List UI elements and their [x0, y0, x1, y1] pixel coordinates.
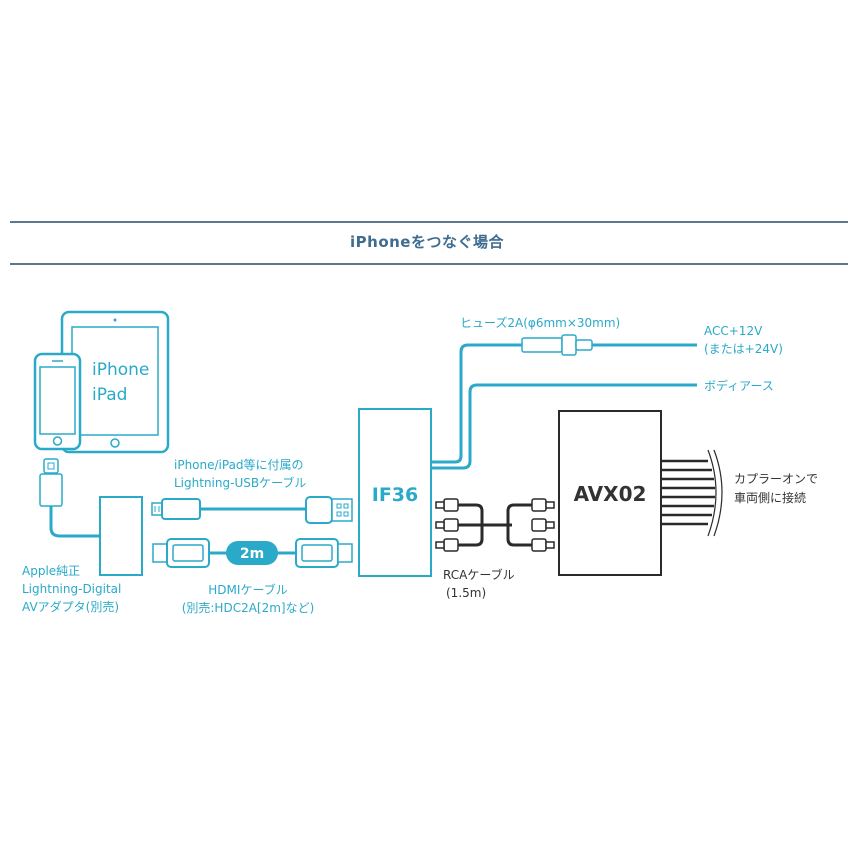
rca-cable-label-line1: RCAケーブル [443, 567, 515, 582]
hdmi-cable-label-line2: (別売:HDC2A[2m]など) [182, 600, 315, 615]
fuse-label: ヒューズ2A(φ6mm×30mm) [460, 315, 620, 330]
adapter-label-line3: AVアダプタ(別売) [22, 599, 119, 614]
av-adapter-icon [99, 496, 143, 576]
usb-cable-label-line1: iPhone/iPad等に付属の [174, 458, 304, 472]
device-label-ipad: iPad [92, 385, 127, 405]
harness-wires [661, 459, 715, 526]
lightning-usb-cable-icon [151, 496, 353, 524]
hdmi-cable-label-line1: HDMIケーブル [208, 582, 287, 597]
rca-cable-label-line2: (1.5m) [446, 586, 486, 600]
device-label-iphone: iPhone [92, 360, 149, 380]
hdmi-length-label: 2m [240, 546, 264, 562]
adapter-label-line1: Apple純正 [22, 564, 80, 578]
fuse-icon [521, 334, 593, 356]
acc-label-line2: (または+24V) [704, 342, 783, 356]
bottom-rule [10, 263, 848, 265]
iphone-icon [33, 352, 82, 451]
top-rule [10, 221, 848, 223]
ground-label: ボディアース [704, 378, 774, 393]
section-heading: iPhoneをつなぐ場合 [350, 233, 504, 251]
adapter-label-line2: Lightning-Digital [22, 582, 121, 596]
if36-unit [358, 408, 432, 577]
harness-break-icon [707, 449, 723, 537]
avx02-unit [558, 410, 662, 576]
coupler-label-line1: カプラーオンで [734, 472, 818, 486]
if36-label: IF36 [372, 484, 419, 506]
acc-label-line1: ACC+12V [704, 324, 763, 338]
coupler-label-line2: 車両側に接続 [734, 490, 806, 505]
lightning-plug-icon [39, 458, 100, 538]
hdmi-cable-icon [152, 538, 353, 568]
usb-cable-label-line2: Lightning-USBケーブル [174, 475, 306, 490]
power-wires [431, 343, 697, 470]
hdmi-length-badge [226, 541, 278, 565]
rca-cable-icon [435, 498, 555, 552]
avx02-label: AVX02 [574, 482, 647, 506]
